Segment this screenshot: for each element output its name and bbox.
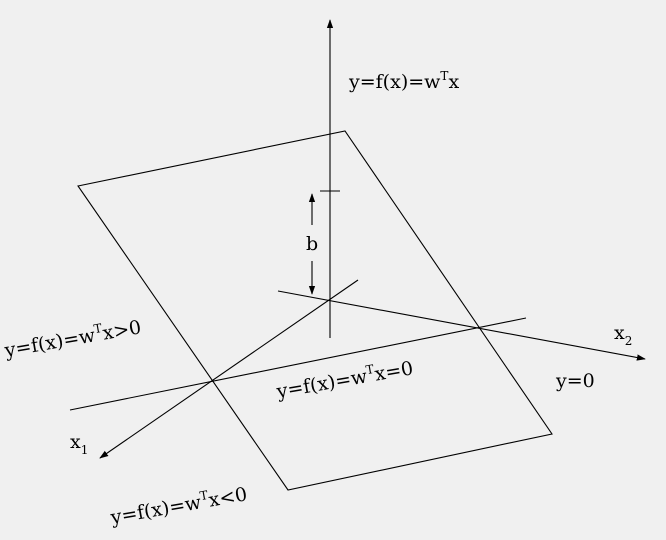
x2-axis: [277, 290, 646, 361]
positive-region-label: y=f(x)=wTx>0: [2, 314, 143, 362]
x1-axis-label: x1: [70, 431, 88, 457]
plane-outline: [77, 130, 553, 491]
negative-region-label: y=f(x)=wTx<0: [108, 481, 249, 529]
y-axis-label: y=f(x)=wTx: [348, 69, 459, 93]
decision-boundary-line: [69, 317, 527, 411]
decision-boundary-label: y=f(x)=wTx=0: [274, 355, 415, 403]
plane-label: y=0: [555, 370, 595, 392]
bias-label: b: [306, 233, 318, 255]
x2-axis-label: x2: [614, 322, 632, 348]
x1-axis: [99, 279, 359, 459]
